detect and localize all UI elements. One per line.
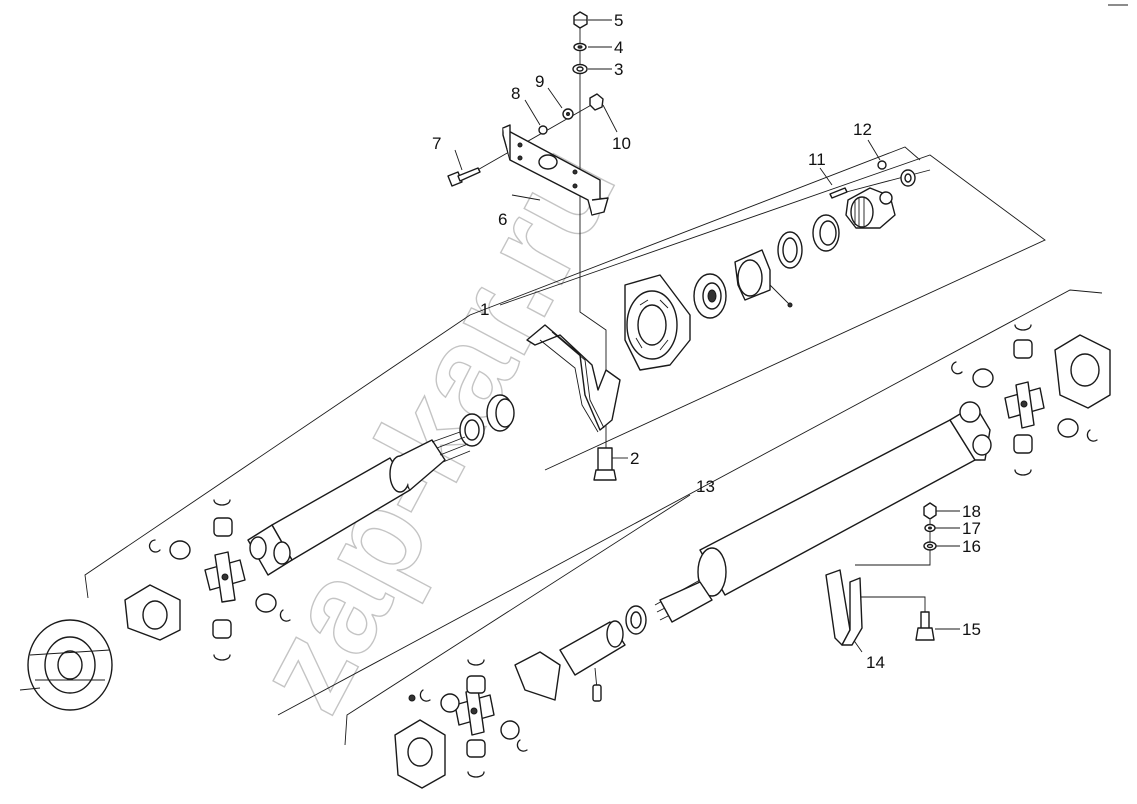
callout-9: 9 [535,72,544,91]
callout-labels: 5 4 3 9 8 10 7 6 12 11 1 2 13 18 17 16 1… [432,11,981,672]
front-shaft-tube [271,431,471,561]
mid-flange-yoke [394,694,446,789]
nut-5 [573,11,588,29]
bolt-7 [447,167,481,187]
front-washer [459,413,485,447]
callout-8: 8 [511,84,520,103]
nut-8 [538,125,548,135]
rear-shaft-tube [654,419,976,623]
callout-5: 5 [614,11,623,30]
callout-1: 1 [480,300,489,319]
rear-joint-caps [951,324,1098,476]
rear-universal-joint [1004,381,1045,429]
front-universal-joint [204,551,246,603]
front-yoke [247,524,293,576]
rubber-support-cushion [526,324,621,433]
callout-4: 4 [614,38,623,57]
slip-yoke [514,605,647,702]
center-support-bearing-housing [624,274,691,371]
rear-yoke [949,401,992,461]
callout-12: 12 [853,120,872,139]
callout-14: 14 [866,653,885,672]
washer-4 [573,42,587,52]
washer-17 [924,523,936,533]
callout-6: 6 [498,210,507,229]
ring-washer [777,231,803,269]
nut-12 [877,160,887,170]
mounting-bracket-6 [502,124,609,216]
flange-yoke [845,187,896,229]
washer-end [900,169,916,187]
callout-7: 7 [432,134,441,153]
washer-3 [572,63,588,75]
callout-16: 16 [962,537,981,556]
front-companion-flange [19,619,113,711]
callout-11: 11 [808,150,826,169]
nut-18 [923,502,937,520]
leader-lines [84,4,1128,746]
callout-15: 15 [962,620,981,639]
front-joint-caps [148,499,291,661]
callout-10: 10 [612,134,631,153]
front-seal [486,394,515,432]
callout-2: 2 [630,449,639,468]
front-flange-yoke [124,584,181,641]
callout-13: 13 [696,477,715,496]
callout-3: 3 [614,60,623,79]
rear-flange-yoke [1054,334,1111,409]
seal-ring [734,249,793,308]
bolt-11 [829,187,848,199]
washer-9 [562,108,574,120]
bolt-15 [915,611,935,641]
nut-10 [589,93,604,111]
callout-17: 17 [962,519,981,538]
mid-universal-joint [419,659,528,778]
clamp-bracket-14 [825,569,863,646]
washer-16 [923,541,937,551]
bolt-2 [593,447,617,481]
dust-cover [812,214,840,252]
callout-18: 18 [962,502,981,521]
bearing [693,273,727,319]
